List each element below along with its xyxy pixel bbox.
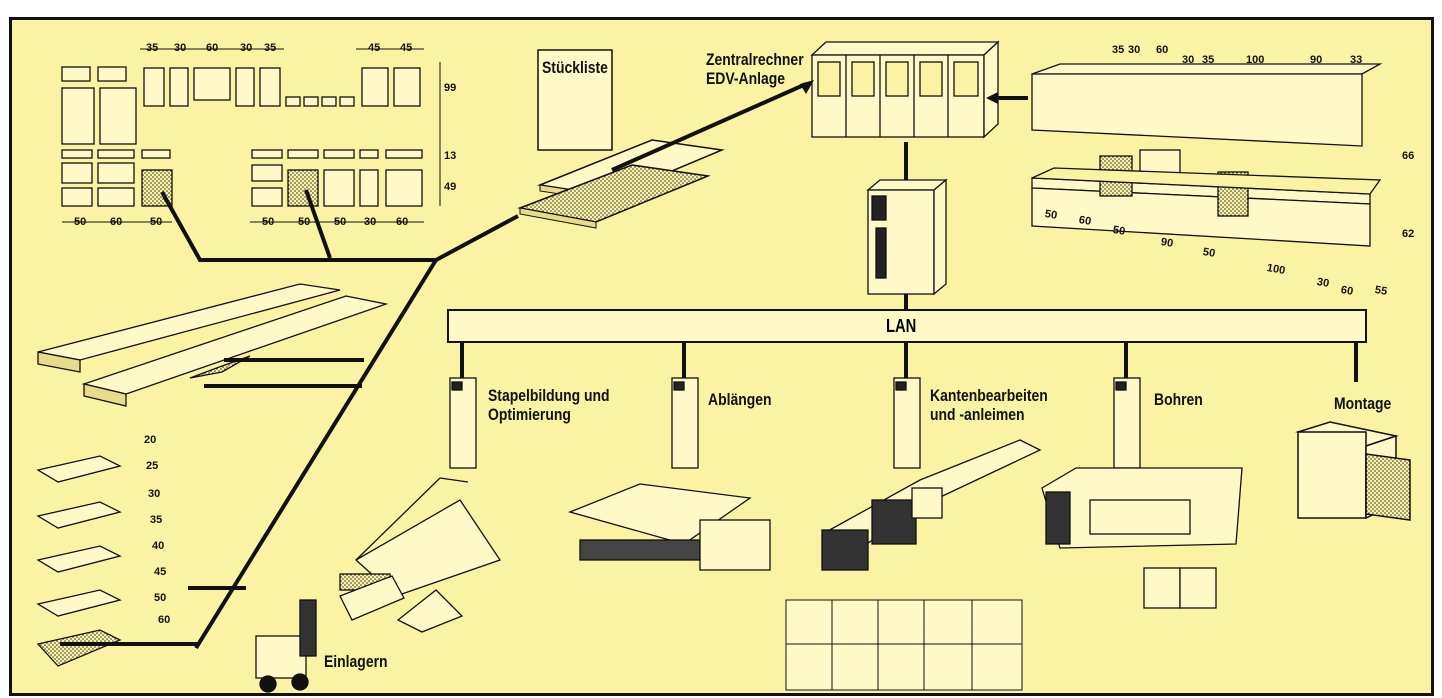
label-stacking: Stapelbildung und Optimierung [488,386,610,424]
label-assembly: Montage [1334,394,1391,413]
panel-dim-bottom-right-4: 30 [364,216,376,228]
panel-dim-bottom-right-1: 50 [262,216,274,228]
edge-profile-label-3: 30 [148,488,160,500]
panel-dim-top-7: 45 [400,42,412,54]
central-computer [812,42,998,137]
panel-dim-bottom-left-2: 60 [110,216,122,228]
kitchen-dim-right-1: 66 [1402,150,1414,162]
machine-crosscut [570,484,770,570]
label-storage: Einlagern [324,652,388,671]
panel-dim-top-3: 60 [206,42,218,54]
edge-profile-label-2: 25 [146,460,158,472]
edge-profile-label-4: 35 [150,514,162,526]
server-tower [868,180,946,294]
label-central-computer: Zentralrechner EDV-Anlage [706,50,804,88]
kitchen-dim-bottom-3: 50 [1112,224,1126,238]
panel-dim-bottom-left-1: 50 [74,216,86,228]
label-lan: LAN [886,316,916,337]
kitchen-dim-top-6: 100 [1246,54,1264,66]
edge-profile-label-7: 50 [154,592,166,604]
kitchen-dim-top-4: 30 [1182,54,1194,66]
kitchen-dim-bottom-5: 50 [1202,246,1216,260]
panel-layout [62,67,422,206]
panel-dim-top-5: 35 [264,42,276,54]
panel-dim-right-1: 99 [444,82,456,94]
kitchen-dim-top-5: 35 [1202,54,1214,66]
machine-edgebander [822,440,1040,570]
label-stueckliste: Stückliste [542,58,608,77]
kitchen-dim-bottom-9: 55 [1374,284,1388,298]
panel-dim-top-4: 30 [240,42,252,54]
kitchen-dim-bottom-8: 60 [1340,284,1354,298]
kitchen-dim-right-2: 62 [1402,228,1414,240]
kitchen-dim-top-2: 30 [1128,44,1140,56]
panel-dim-top-2: 30 [174,42,186,54]
kitchen-dim-bottom-2: 60 [1078,214,1092,228]
kitchen-dim-bottom-4: 90 [1160,236,1174,250]
edge-profile-label-8: 60 [158,614,170,626]
edge-profile-label-1: 20 [144,434,156,446]
panel-dim-bottom-left-3: 50 [150,216,162,228]
kitchen-dim-top-7: 90 [1310,54,1322,66]
edge-profile-samples [38,456,120,666]
edge-profile-label-6: 45 [154,566,166,578]
kitchen-dim-top-3: 60 [1156,44,1168,56]
panel-dim-bottom-right-3: 50 [334,216,346,228]
panel-dim-bottom-right-5: 60 [396,216,408,228]
panel-dim-top-6: 45 [368,42,380,54]
label-crosscut: Ablängen [708,390,772,409]
cabinet-assembled [1298,422,1410,520]
panel-dim-top-1: 35 [146,42,158,54]
machine-drilling [1042,468,1242,608]
label-edgebanding: Kantenbearbeiten und -anleimen [930,386,1048,424]
kitchen-dim-bottom-7: 30 [1316,276,1330,290]
kitchen-dim-top-8: 33 [1350,54,1362,66]
kitchen-dim-bottom-1: 50 [1044,208,1058,222]
tool-grid [786,600,1022,690]
label-drilling: Bohren [1154,390,1203,409]
panel-dim-bottom-right-2: 50 [298,216,310,228]
panel-dim-right-3: 49 [444,181,456,193]
panel-dim-right-2: 13 [444,150,456,162]
forklift [256,576,404,692]
edge-profile-label-5: 40 [152,540,164,552]
kitchen-dim-top-1: 35 [1112,44,1124,56]
